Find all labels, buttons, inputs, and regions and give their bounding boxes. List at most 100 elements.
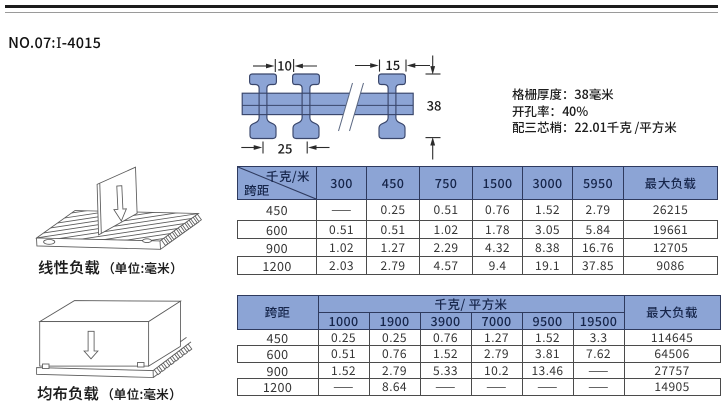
value-cell: 0.51 (419, 198, 473, 221)
value-cell: 13.46 (521, 361, 574, 379)
value-cell: 4.32 (472, 237, 523, 257)
value-cell: 10.2 (470, 361, 523, 379)
dim-label-flange-width: 15 (385, 55, 400, 74)
column-header: 750 (419, 165, 473, 200)
page-title: NO.07:Ⅰ-4015 (8, 32, 102, 53)
value-cell: 3.81 (521, 345, 574, 363)
corner-unit-label: 千克/米 (266, 166, 310, 185)
uniform-load-table: 跨距 千克/ 平方米 最大负载 1000 1900 3900 7000 9500… (236, 294, 721, 396)
linear-load-label: 线性负载 (38, 256, 100, 278)
max-load-cell: 12705 (623, 237, 718, 257)
span-cell: 600 (236, 345, 319, 363)
uniform-load-caption: 均布负载（单位:毫米） (37, 384, 182, 402)
linear-load-unit: （单位:毫米） (102, 258, 183, 277)
ibeam-cross-section-drawing: 10 15 38 25 (241, 55, 442, 160)
value-cell: 1.78 (472, 219, 523, 239)
linear-load-caption: 线性负载（单位:毫米） (38, 258, 183, 276)
spec-text-block: 格栅厚度：38毫米 开孔率：40% 配三芯梢：22.01千克 /平方米 (512, 84, 677, 137)
column-header: 1900 (368, 311, 421, 330)
value-cell: 2.79 (572, 198, 624, 221)
value-cell: —— (470, 378, 523, 396)
value-cell: 7.62 (572, 345, 625, 363)
corner-diagonal-line (238, 167, 316, 198)
value-cell: 0.51 (317, 345, 370, 363)
value-cell: 5.33 (419, 361, 472, 379)
value-cell: 2.79 (368, 361, 421, 379)
value-cell: 9.4 (472, 255, 523, 275)
table-row: 600 0.51 0.51 1.02 1.78 3.05 5.84 19661 (237, 219, 718, 239)
value-cell: 5.84 (572, 219, 624, 239)
group-header-cell: 千克/ 平方米 (317, 294, 625, 313)
max-load-cell: 64506 (623, 345, 721, 363)
uniform-load-diagram (36, 300, 193, 378)
value-cell: 0.76 (419, 328, 472, 346)
value-cell: 1.02 (419, 219, 473, 239)
max-load-cell: 19661 (623, 219, 718, 239)
value-cell: 2.29 (419, 237, 473, 257)
column-header: 300 (316, 165, 367, 200)
column-header: 3000 (522, 165, 573, 200)
value-cell: 0.76 (472, 198, 523, 221)
column-header: 5950 (572, 165, 624, 200)
top-rule-thin (5, 11, 718, 13)
value-cell: 0.76 (368, 345, 421, 363)
value-cell: 1.52 (522, 198, 573, 221)
value-cell: 8.38 (522, 237, 573, 257)
value-cell: —— (317, 378, 370, 396)
value-cell: 0.25 (317, 328, 370, 346)
table-row: 450 —— 0.25 0.51 0.76 1.52 2.79 26215 (237, 198, 718, 221)
table-row: 450 0.25 0.25 0.76 1.27 1.52 3.3 114645 (237, 328, 721, 346)
column-header: 7000 (470, 311, 523, 330)
value-cell: 2.03 (316, 255, 367, 275)
column-header: 3900 (419, 311, 472, 330)
value-cell: 37.85 (572, 255, 624, 275)
value-cell: 1.27 (470, 328, 523, 346)
value-cell: 0.25 (368, 328, 421, 346)
table-row: 600 0.51 0.76 1.52 2.79 3.81 7.62 64506 (236, 345, 721, 363)
value-cell: 19.1 (522, 255, 573, 275)
table-row: 900 1.52 2.79 5.33 10.2 13.46 —— 27757 (237, 361, 721, 379)
value-cell: 1.02 (316, 237, 367, 257)
max-load-cell: 9086 (623, 255, 718, 275)
value-cell: 1.27 (366, 237, 420, 257)
max-load-cell: 26215 (623, 198, 718, 221)
max-load-cell: 14905 (623, 378, 721, 396)
value-cell: 2.79 (470, 345, 523, 363)
value-cell: —— (572, 378, 625, 396)
value-cell: 0.51 (366, 219, 420, 239)
span-cell: 1200 (237, 255, 317, 275)
span-cell: 1200 (236, 378, 319, 396)
column-header: 19500 (572, 311, 625, 330)
span-cell: 450 (237, 198, 317, 221)
column-header: 1500 (472, 165, 523, 200)
column-header: 450 (366, 165, 420, 200)
value-cell: 1.52 (317, 361, 370, 379)
value-cell: 3.3 (572, 328, 625, 346)
table-row: 1200 2.03 2.79 4.57 9.4 19.1 37.85 9086 (237, 255, 718, 275)
span-cell: 900 (237, 237, 317, 257)
span-header-cell: 跨距 (236, 294, 319, 330)
linear-load-diagram (35, 166, 203, 250)
table-row: 1200 —— 8.64 —— —— —— —— 14905 (236, 378, 721, 396)
value-cell: —— (316, 198, 367, 221)
value-cell: 1.52 (419, 345, 472, 363)
table-row: 900 1.02 1.27 2.29 4.32 8.38 16.76 12705 (237, 237, 718, 257)
top-rule-thick (5, 4, 718, 9)
span-cell: 600 (237, 219, 317, 239)
dim-label-height: 38 (427, 96, 442, 115)
max-load-cell: 114645 (623, 328, 721, 346)
span-cell: 450 (237, 328, 319, 346)
column-header: 1000 (317, 311, 370, 330)
value-cell: 3.05 (522, 219, 573, 239)
uniform-load-label: 均布负载 (37, 382, 99, 404)
value-cell: —— (521, 378, 574, 396)
table-corner-cell: 千克/米跨距 (237, 165, 317, 200)
value-cell: —— (419, 378, 472, 396)
value-cell: 2.79 (366, 255, 420, 275)
value-cell: —— (572, 361, 625, 379)
spec-line-weight: 配三芯梢：22.01千克 /平方米 (512, 117, 677, 137)
dim-label-pitch: 25 (278, 139, 293, 158)
value-cell: 4.57 (419, 255, 473, 275)
spec-line-thickness: 格栅厚度：38毫米 (512, 84, 614, 103)
